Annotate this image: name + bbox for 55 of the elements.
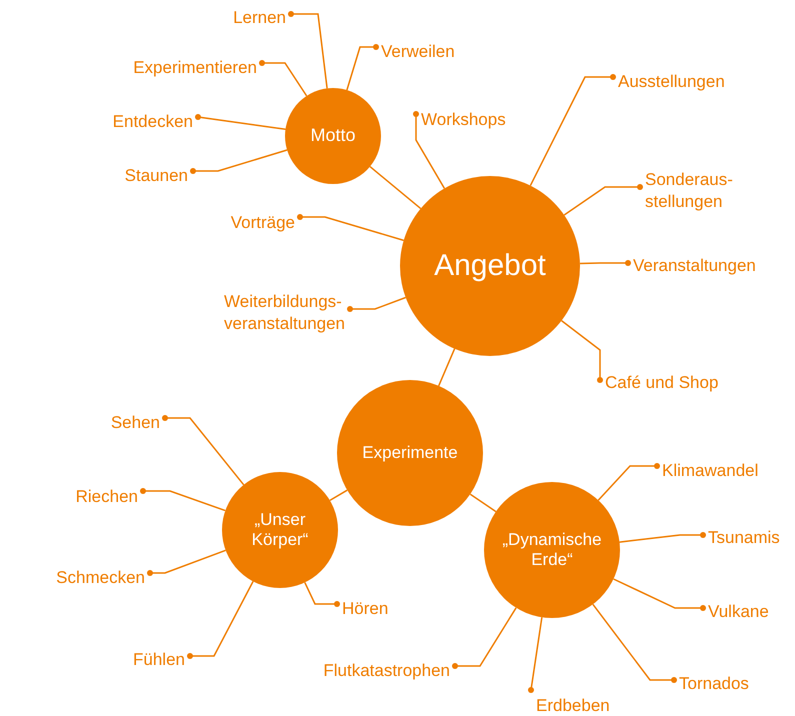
subtopic-label: Veranstaltungen [633,254,756,278]
leader-line [561,320,603,383]
leader-line [619,532,706,543]
leader-line [162,415,244,486]
topic-title: Motto [310,125,356,147]
leader-line [346,44,379,90]
subtopic-label: Lernen [233,6,286,30]
leader-line [297,214,404,242]
leader-line [598,463,660,501]
topic-title: „Unser Körper“ [250,510,310,550]
leader-line [147,550,226,576]
connector-line [470,494,496,512]
leader-line [452,607,517,669]
leader-line [564,184,643,216]
subtopic-label: Experimentieren [133,56,257,80]
subtopic-label: Flutkatastrophen [323,660,450,682]
subtopic-label: Tornados [679,672,749,696]
leader-line [140,488,226,512]
connector-line [438,348,456,386]
topic-title: Angebot [434,248,546,284]
leader-line [413,111,446,189]
connector-line [330,490,348,502]
leader-line [190,149,288,174]
subtopic-label: Tsunamis [708,526,780,550]
leader-line [530,74,616,186]
topic-title: „Dynamische Erde“ [501,530,603,570]
leader-line [288,11,328,88]
subtopic-label: Schmecken [56,566,145,590]
subtopic-label: Riechen [76,486,138,508]
subtopic-label: Sonderaus- stellungen [645,168,733,214]
leader-line [304,582,340,607]
subtopic-label: Erdbeben [536,694,610,716]
subtopic-label: Verweilen [381,40,455,64]
subtopic-label: Staunen [124,164,188,188]
leader-line [347,296,406,312]
leader-line [259,60,308,96]
leader-line [580,260,631,266]
subtopic-label: Café und Shop [605,372,718,394]
subtopic-label: Sehen [110,412,160,434]
subtopic-label: Vorträge [230,212,295,234]
topic-title: Experimente [362,442,458,464]
subtopic-label: Fühlen [133,648,185,672]
leader-line [592,604,677,683]
subtopic-label: Klimawandel [662,460,758,482]
subtopic-label: Vulkane [708,600,769,624]
subtopic-label: Workshops [421,108,506,132]
leader-line [187,581,254,659]
subtopic-label: Entdecken [112,110,193,134]
leader-line [528,617,543,693]
subtopic-label: Hören [342,598,388,620]
subtopic-label: Weiterbildungs- veranstaltungen [224,290,345,336]
connector-line [370,166,422,210]
leader-line [613,578,706,611]
leader-line [195,114,286,130]
subtopic-label: Ausstellungen [618,70,725,94]
